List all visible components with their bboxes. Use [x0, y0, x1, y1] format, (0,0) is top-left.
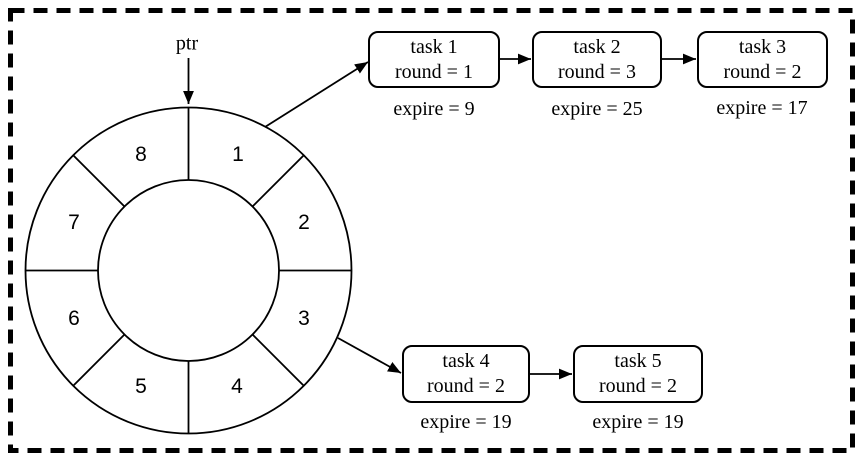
task-4-node: task 4 round = 2 [402, 345, 530, 403]
wheel-slot-5: 5 [135, 375, 147, 398]
task-3-round: round = 2 [723, 60, 802, 83]
task-1-expire: expire = 9 [393, 98, 475, 120]
wheel-spokes [25, 107, 352, 434]
task-1-round: round = 1 [395, 60, 473, 83]
wheel-slot-1: 1 [232, 143, 244, 166]
spoke-top-left [72, 154, 126, 208]
task-1-node: task 1 round = 1 [368, 31, 500, 88]
slot1-to-task1-arrow [264, 61, 369, 128]
ptr-label: ptr [175, 32, 199, 55]
wheel-inner-circle [97, 179, 280, 362]
wheel-slot-2: 2 [298, 211, 310, 234]
task-5-node: task 5 round = 2 [573, 345, 703, 403]
task-5-name: task 5 [614, 350, 662, 372]
task-3-expire: expire = 17 [716, 97, 808, 119]
wheel-slot-7: 7 [68, 211, 80, 234]
task-2-expire: expire = 25 [551, 98, 643, 120]
task-5-round: round = 2 [599, 375, 677, 397]
slot3-to-task4-arrow [337, 337, 402, 374]
task-3-node: task 3 round = 2 [697, 31, 828, 88]
task-4-round: round = 2 [427, 375, 505, 397]
task-4-expire: expire = 19 [420, 411, 512, 433]
task-2-name: task 2 [573, 35, 621, 58]
wheel-slot-8: 8 [135, 143, 147, 166]
task-5-expire: expire = 19 [592, 411, 684, 433]
spoke-bottom-right [251, 333, 305, 387]
task-3-name: task 3 [738, 35, 787, 58]
spoke-top-right [251, 154, 305, 208]
dashed-border [8, 8, 855, 453]
wheel-slot-6: 6 [68, 307, 80, 330]
wheel-slot-3: 3 [298, 307, 310, 330]
spoke-bottom-left [72, 333, 126, 387]
task-2-round: round = 3 [558, 60, 636, 83]
task-1-name: task 1 [410, 35, 458, 58]
wheel-slot-4: 4 [231, 375, 243, 398]
task-2-node: task 2 round = 3 [532, 31, 662, 88]
task-4-name: task 4 [442, 350, 490, 372]
